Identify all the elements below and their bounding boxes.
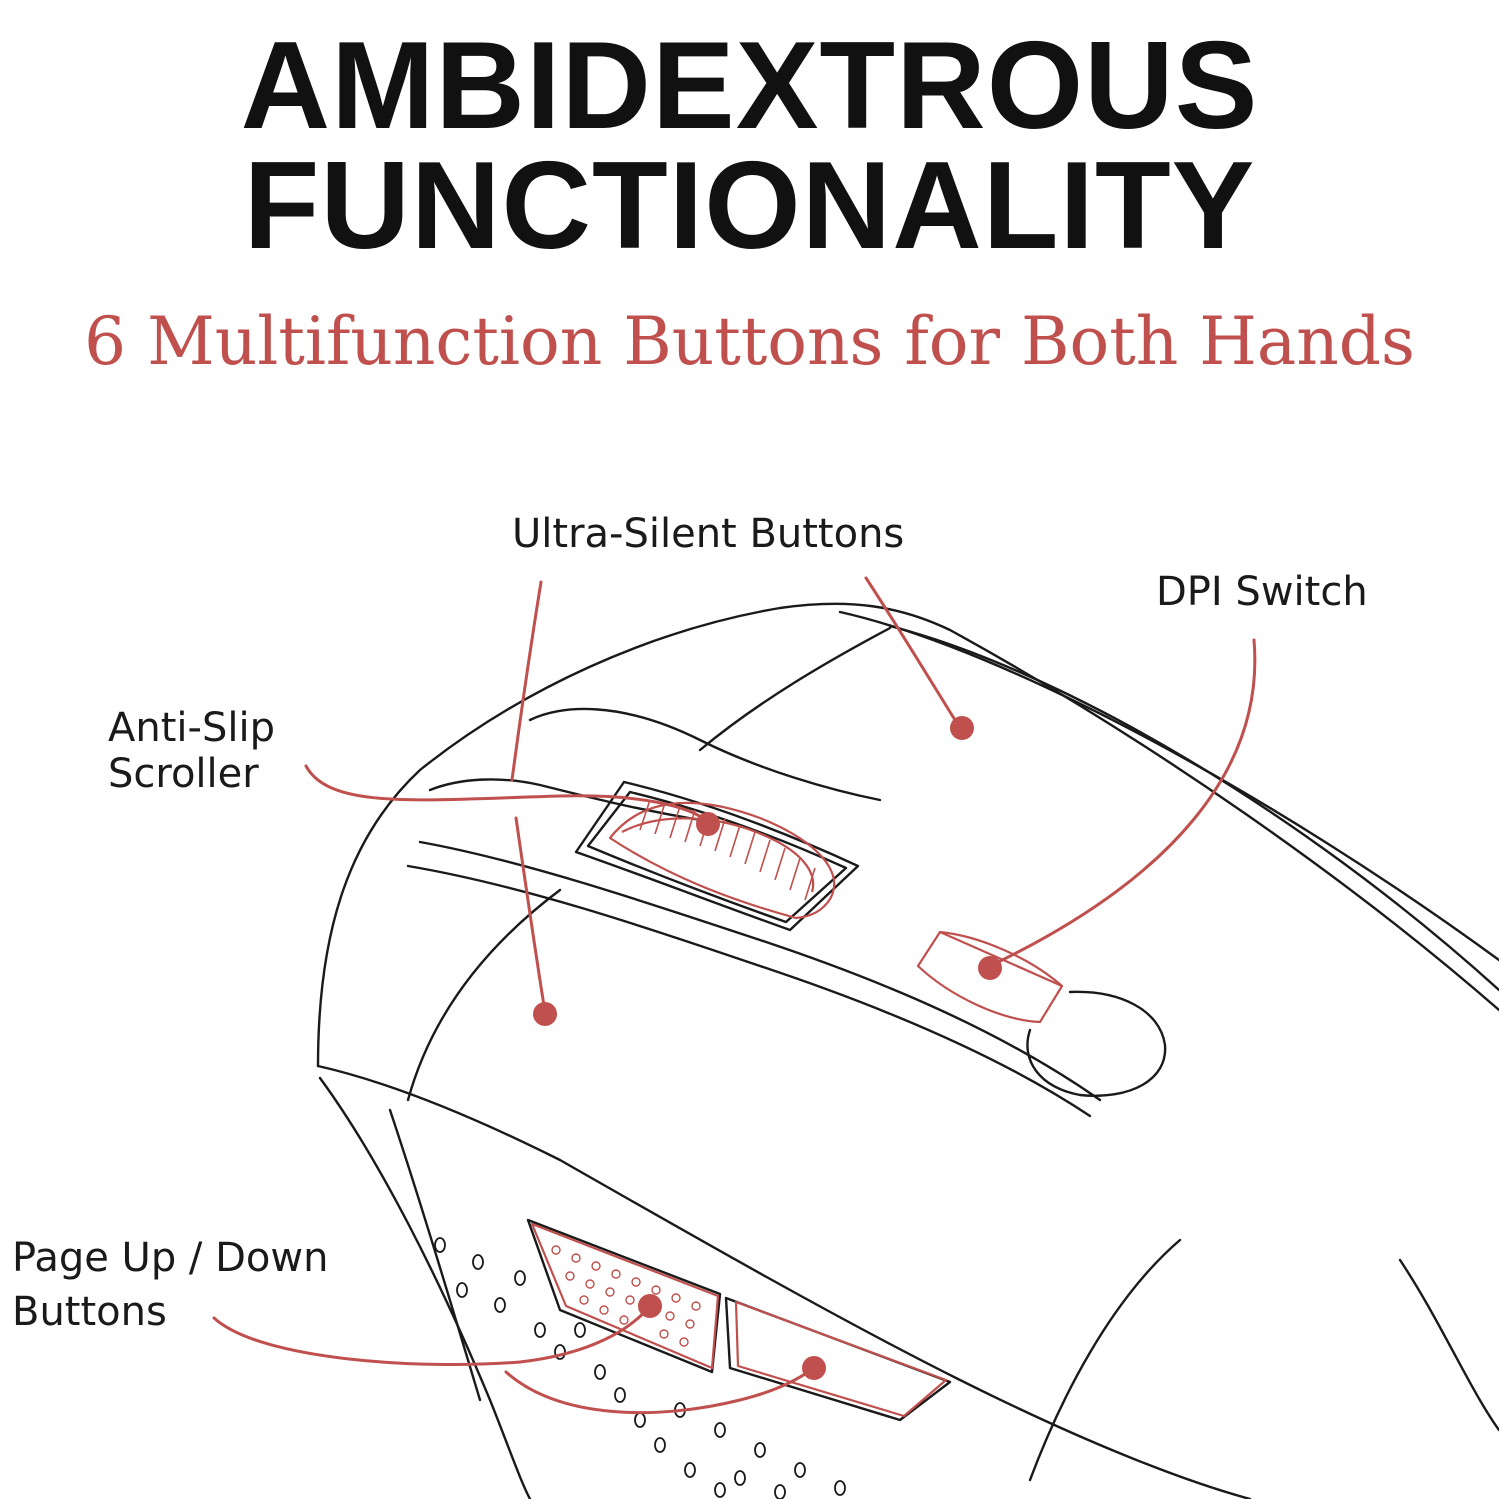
grip-dot (654, 1437, 666, 1453)
page-button-dot (611, 1269, 621, 1279)
wheel-recess-inner (586, 790, 848, 924)
page-button-dot (659, 1329, 669, 1339)
leader-ultra-silent-left (510, 580, 543, 782)
page-button-dot (599, 1305, 609, 1315)
page-button-dot (571, 1253, 581, 1263)
grip-dot (634, 1412, 646, 1428)
page-button-up (526, 1218, 722, 1374)
subtitle: 6 Multifunction Buttons for Both Hands (84, 303, 1415, 380)
grip-dot (472, 1254, 484, 1270)
grip-dot (456, 1282, 468, 1298)
wheel-rib (654, 802, 666, 835)
callout-dot-dpi (978, 956, 1002, 980)
callout-page-line-1: Page Up / Down (12, 1235, 329, 1281)
grip-dot (794, 1462, 806, 1478)
mouse-top-edge-inner (888, 624, 1499, 992)
page-button-dot (565, 1271, 575, 1281)
page-button-dot (671, 1293, 681, 1303)
page-button-dot (551, 1245, 561, 1255)
callout-dot-ultra-silent-left (533, 1002, 557, 1026)
page-button-dot (631, 1277, 641, 1287)
left-button-seam (528, 707, 882, 802)
center-ridge-2 (406, 864, 1092, 1118)
page-button-dot (665, 1311, 675, 1321)
wheel-rib (774, 847, 786, 881)
callout-dot-ultra-silent-right (950, 716, 974, 740)
callout-anti-slip-line-2: Scroller (108, 751, 259, 797)
callout-dot-page-up (638, 1294, 662, 1318)
side-lower-contour (1028, 1238, 1182, 1482)
leader-dpi (988, 638, 1257, 968)
page-button-dot (619, 1315, 629, 1325)
page-button-dot (651, 1285, 661, 1295)
page-up-button-icon (530, 1222, 720, 1370)
callout-dot-page-down (802, 1356, 826, 1380)
page-button-dot (679, 1337, 689, 1347)
grip-dot (554, 1344, 566, 1360)
headline-line-1: AMBIDEXTROUS (240, 17, 1259, 155)
right-lower-contour (1398, 1258, 1499, 1432)
upper-groove (428, 778, 702, 822)
wheel-rib (789, 857, 801, 891)
grip-dot (834, 1480, 846, 1496)
dpi-bay (1026, 990, 1167, 1097)
side-grip-edge (316, 1064, 1252, 1499)
callout-anti-slip-line-1: Anti-Slip (108, 705, 275, 751)
wheel-rib (759, 839, 771, 873)
page-button-dot (579, 1295, 589, 1305)
page-down-button-icon (734, 1300, 948, 1418)
leader-anti-slip (304, 764, 710, 824)
grip-dot (594, 1364, 606, 1380)
wheel-rib (639, 799, 651, 831)
callout-dot-anti-slip (696, 812, 720, 836)
scroll-wheel-icon (608, 801, 836, 920)
callout-dpi-switch: DPI Switch (1156, 569, 1368, 615)
page-button-dot (691, 1301, 701, 1311)
mouse-top-edge (838, 610, 1499, 962)
page-button-dot (591, 1261, 601, 1271)
leader-page-up (212, 1304, 652, 1367)
grip-dot (614, 1387, 626, 1403)
callout-ultra-silent-buttons: Ultra-Silent Buttons (512, 511, 905, 557)
grip-dot (514, 1270, 526, 1286)
page-button-dot (585, 1279, 595, 1289)
wheel-rib (684, 809, 696, 843)
leader-page-down (504, 1366, 816, 1415)
wheel-recess-outer (574, 780, 860, 932)
wheel-rib (669, 805, 681, 839)
mouse-outline (316, 602, 1499, 1068)
callout-page-line-2: Buttons (12, 1289, 167, 1335)
headline-line-2: FUNCTIONALITY (243, 137, 1256, 275)
front-contour (698, 626, 892, 752)
page-button-dot (625, 1295, 635, 1305)
wheel-rib (714, 818, 726, 852)
grip-dot (684, 1462, 696, 1478)
page-button-dot (605, 1287, 615, 1297)
grip-dot (494, 1297, 506, 1313)
grip-dot (714, 1422, 726, 1438)
leader-ultra-silent-left-lower (514, 816, 547, 1014)
wheel-rib (804, 867, 816, 901)
grip-dot (534, 1322, 546, 1338)
grip-dot (434, 1237, 446, 1253)
leader-ultra-silent-right (864, 576, 962, 730)
grip-dot (754, 1442, 766, 1458)
side-grip-edge-3 (388, 1108, 482, 1402)
grip-dot (734, 1470, 746, 1486)
side-grip-edge-2 (318, 1076, 532, 1499)
grip-dot (714, 1482, 726, 1498)
grip-dot (574, 1322, 586, 1338)
page-button-dot (685, 1319, 695, 1329)
grip-dot (774, 1484, 786, 1499)
left-contour (406, 888, 562, 1102)
wheel-rib (744, 831, 756, 865)
scroll-wheel-face (621, 817, 815, 893)
wheel-rib (729, 824, 741, 858)
